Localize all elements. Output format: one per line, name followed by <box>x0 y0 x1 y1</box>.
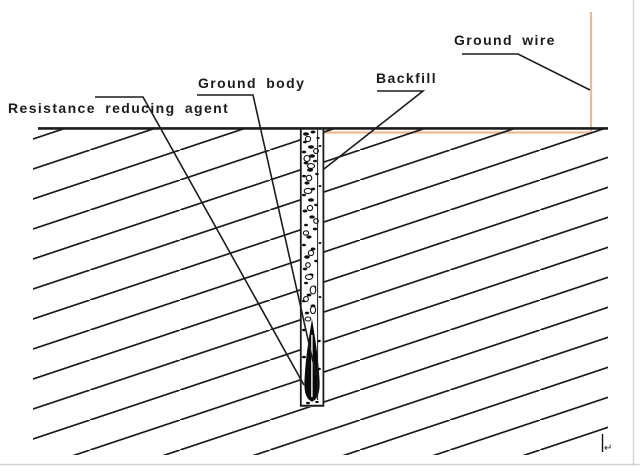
resistance-reducing-agent-leader <box>95 96 305 386</box>
ground-wire-label: Ground wire <box>454 32 556 48</box>
paragraph-mark-icon: ↵ <box>604 443 613 454</box>
borehole-outline <box>299 128 325 407</box>
backfill-leader <box>323 90 426 170</box>
backfill-label: Backfill <box>376 70 437 86</box>
ground-wire-leader <box>462 53 591 91</box>
earth-hatching <box>33 128 608 455</box>
backfill-speckles <box>301 130 322 405</box>
ground-body-label: Ground body <box>198 75 306 91</box>
ground-body-leader <box>197 94 317 376</box>
resistance-reducing-agent-label: Resistance reducing agent <box>8 100 230 116</box>
ground-wire-line <box>322 12 593 134</box>
backfill-stones <box>302 135 319 322</box>
